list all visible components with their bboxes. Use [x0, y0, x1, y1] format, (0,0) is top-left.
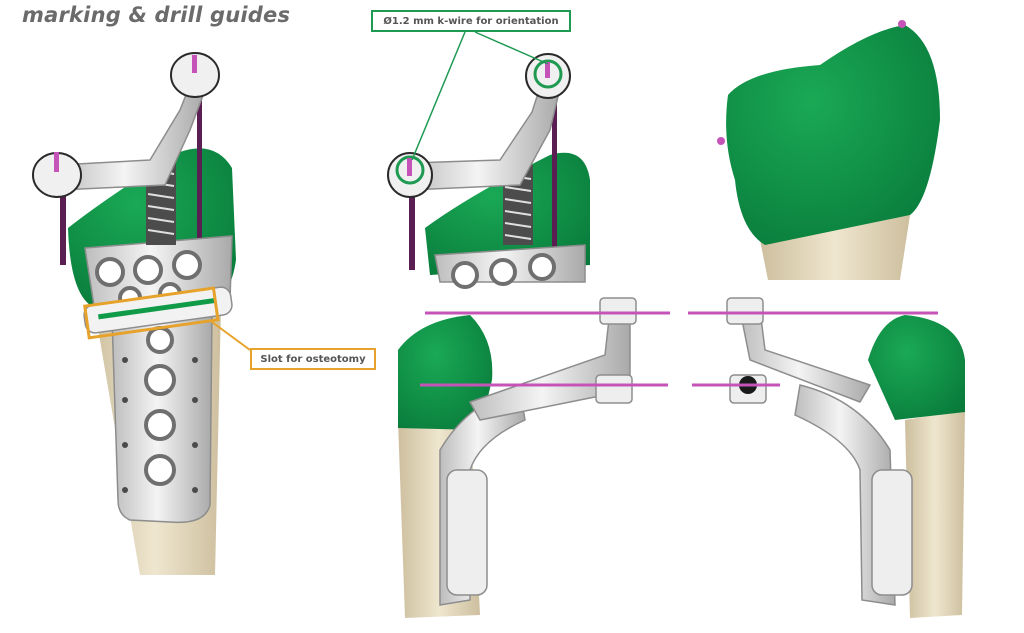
- guide-tube-right: [170, 52, 220, 98]
- bone-shaft-3: [760, 215, 910, 280]
- kwire-callout-leader-left: [411, 31, 466, 161]
- slot-callout-label: Slot for osteotomy: [250, 348, 376, 370]
- bone-shaft-5: [905, 410, 965, 618]
- guide-block-bottom-4: [595, 374, 633, 404]
- slot-highlight-box: [83, 286, 220, 340]
- guide-block-top-4: [599, 297, 637, 325]
- plate-profile-4: [446, 469, 488, 596]
- kwire-left-2: [409, 185, 415, 270]
- panel-oblique-view: [387, 31, 590, 289]
- kwire-entry-point-top: [898, 20, 906, 28]
- kwire-callout-leader-right: [474, 31, 549, 65]
- kwire-highlight-left: [395, 155, 425, 185]
- plate-small-holes: [122, 357, 198, 493]
- kwire-callout-label: Ø1.2 mm k-wire for orientation: [371, 10, 571, 32]
- green-guide-surface-5: [868, 315, 965, 420]
- panel-distal-bone: [717, 20, 940, 280]
- kwire-entry-point-left: [717, 137, 725, 145]
- kwire-tip-right: [192, 55, 197, 73]
- plate-profile-5: [871, 469, 913, 596]
- kwire-right-2: [552, 100, 557, 250]
- slot-green-stripe: [98, 297, 216, 320]
- kwire-right: [197, 100, 202, 250]
- kwire-left: [60, 185, 66, 265]
- panel-front-view: [32, 52, 251, 575]
- figure-title: marking & drill guides: [22, 3, 291, 27]
- panel-lateral-left: [398, 297, 670, 618]
- guide-holes-2: [451, 253, 556, 289]
- kwire-highlight-right: [533, 59, 563, 89]
- plate-side-5: [794, 384, 896, 606]
- slot-callout-leader: [211, 321, 251, 351]
- green-guide-surface-4: [398, 315, 493, 430]
- panel-lateral-right: [688, 297, 965, 618]
- guide-block-top-5: [726, 297, 764, 325]
- kwire-tip-left-2: [407, 158, 412, 176]
- kwire-tip-right-2: [545, 62, 550, 78]
- plate-holes: [144, 326, 176, 486]
- green-guide-surface-3: [726, 25, 940, 245]
- kwire-tip-left: [54, 152, 59, 172]
